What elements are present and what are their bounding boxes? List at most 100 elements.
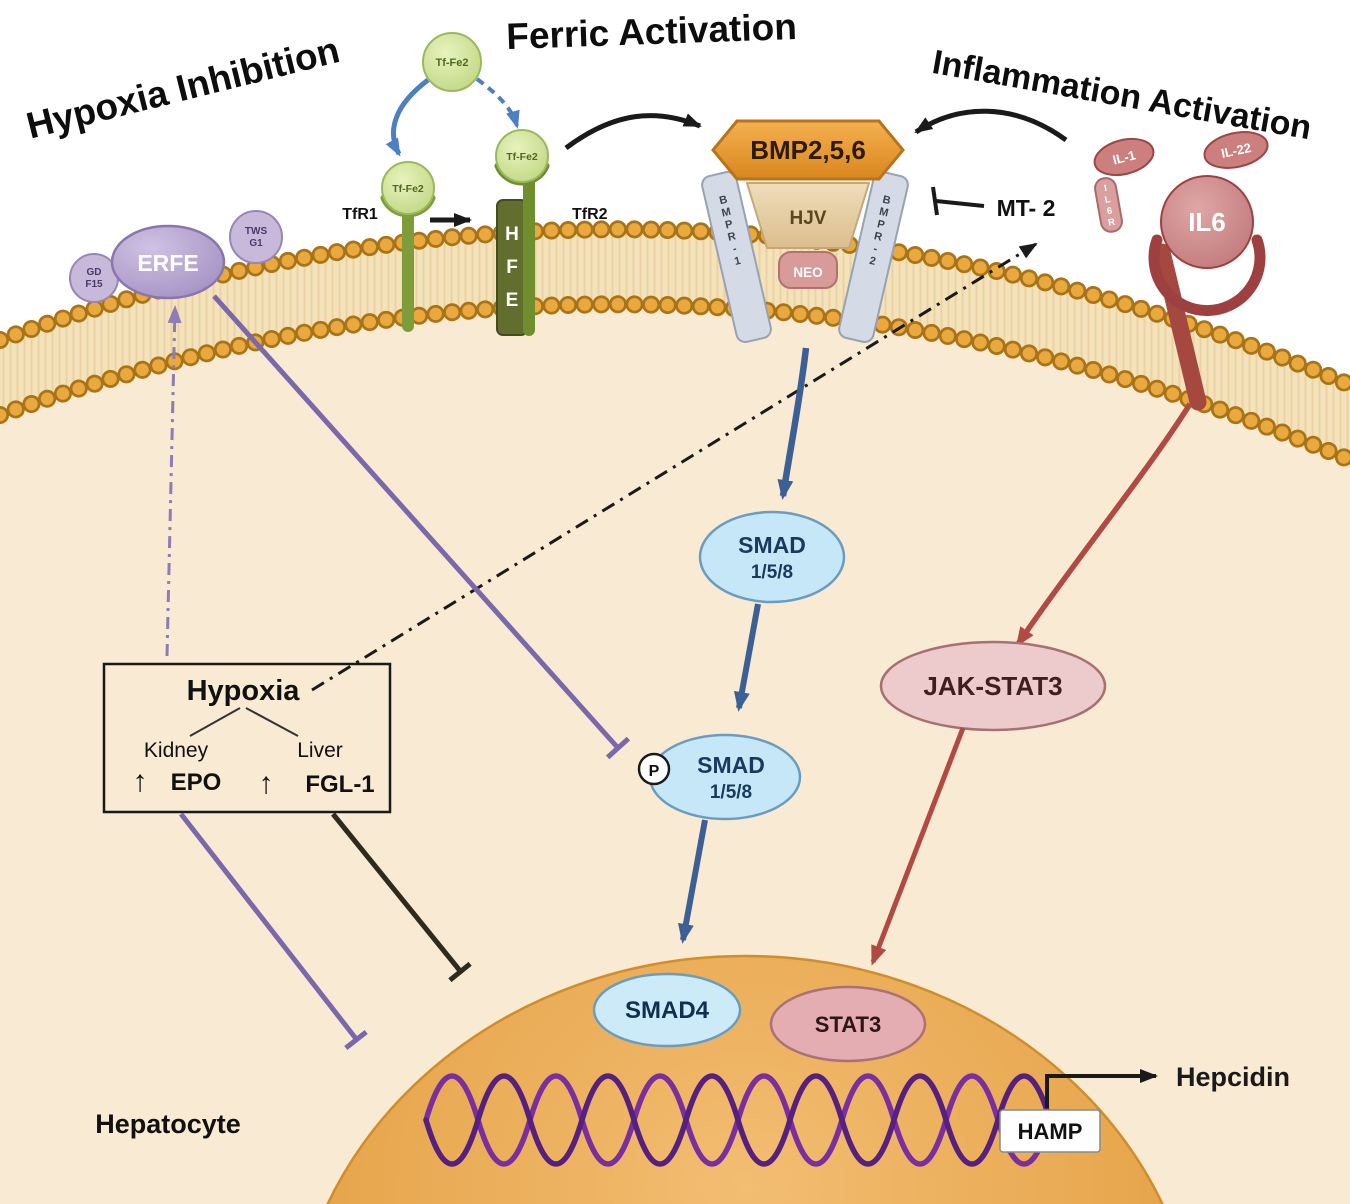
gdf15-label-top: GD bbox=[87, 267, 102, 278]
mt2-inhibition: MT- 2 bbox=[931, 186, 1056, 221]
bmp-ligand bbox=[711, 119, 905, 181]
tf-fe2-on-tfr1 bbox=[381, 161, 435, 215]
branch-line-liver bbox=[245, 707, 299, 737]
fgl1-to-nucleus-line bbox=[331, 812, 463, 974]
hepatocyte-label: Hepatocyte bbox=[95, 1109, 241, 1139]
jak-stat3-label: JAK-STAT3 bbox=[923, 671, 1062, 701]
transferrin-cycle: Tf-Fe2 bbox=[385, 32, 520, 157]
psmad-label: SMAD bbox=[697, 752, 765, 778]
kidney-label: Kidney bbox=[144, 739, 209, 762]
tf-fe2-on-tfr2 bbox=[495, 129, 549, 183]
fgl1-up-arrow-icon: ↑ bbox=[259, 767, 274, 800]
bmpr-right-label: BMPR-2 bbox=[867, 194, 893, 269]
erfe-to-psmad-line bbox=[212, 294, 620, 750]
erfe-label: ERFE bbox=[137, 250, 198, 276]
mt2-label: MT- 2 bbox=[997, 195, 1056, 221]
fgl1-inhibition-line bbox=[331, 812, 472, 983]
il1-label: IL-1 bbox=[1111, 147, 1137, 167]
hypoxia-box-border bbox=[102, 662, 392, 814]
tf-fe2-tfr2-label: Tf-Fe2 bbox=[506, 151, 538, 163]
hamp-gene: HAMP Hepcidin bbox=[999, 1062, 1290, 1153]
epo-label: EPO bbox=[171, 769, 222, 796]
bmp-label: BMP2,5,6 bbox=[750, 135, 866, 165]
lipid-heads-inner bbox=[0, 298, 1350, 467]
twsg1-label-bottom: G1 bbox=[249, 238, 263, 249]
psmad-to-nucleus-arrow bbox=[678, 819, 708, 944]
il6-receptor-stem bbox=[1153, 243, 1207, 411]
il6r-label: IL6R bbox=[1101, 183, 1116, 229]
hypoxia-to-erfe-dashdot-arrow bbox=[165, 305, 182, 657]
dna-strand-2 bbox=[423, 1073, 1053, 1167]
ferric-to-bmp-arrow bbox=[564, 113, 702, 151]
il6r-subunit bbox=[1094, 177, 1123, 233]
epo-up-arrow-icon: ↑ bbox=[133, 765, 148, 798]
tf-fe2-free-label: Tf-Fe2 bbox=[436, 57, 469, 69]
bmpr-left-label: BMPR-1 bbox=[718, 194, 744, 269]
smad4-node: SMAD4 bbox=[592, 972, 742, 1048]
erfe-complex: GD F15 TWS G1 ERFE bbox=[69, 210, 283, 303]
title-ferric-activation: Ferric Activation bbox=[506, 6, 798, 57]
phospho-badge bbox=[637, 752, 671, 786]
mt2-inhibition-tbar bbox=[931, 186, 939, 216]
hamp-transcription-arrow bbox=[1045, 1069, 1158, 1108]
smad-to-psmad-arrow bbox=[734, 603, 761, 712]
gdf15-label-bottom: F15 bbox=[85, 279, 103, 290]
liver-label: Liver bbox=[297, 739, 343, 762]
hypoxia-to-mt2-dashdot-arrow bbox=[311, 242, 1038, 692]
il1-cytokine bbox=[1093, 137, 1155, 177]
jak-to-stat3-arrow bbox=[870, 727, 966, 966]
erfe-protein bbox=[110, 224, 226, 300]
smad4-label: SMAD4 bbox=[625, 997, 710, 1024]
hamp-label: HAMP bbox=[1018, 1119, 1083, 1144]
il1-cytokine-group: IL-1 bbox=[1093, 137, 1155, 177]
il6-label: IL6 bbox=[1188, 207, 1226, 237]
twsg1-protein bbox=[229, 210, 283, 264]
epo-to-nucleus-line bbox=[179, 812, 359, 1042]
bmp-receptor-complex: BMPR-1 BMPR-2 HJV NEO BMP2,5,6 bbox=[701, 119, 909, 343]
jak-stat3-node bbox=[879, 640, 1107, 732]
cytoplasm bbox=[0, 266, 1350, 1204]
fgl1-inhibition-tbar bbox=[448, 961, 472, 983]
il6-to-jak-arrow bbox=[1015, 402, 1193, 648]
smad158-sublabel: 1/5/8 bbox=[751, 562, 793, 583]
il6-receptor-complex: IL6 IL-1 IL-22 IL6R bbox=[1093, 131, 1269, 411]
erfe-inhibition-tbar bbox=[605, 736, 631, 760]
hepcidin-label: Hepcidin bbox=[1176, 1062, 1290, 1092]
bmp-to-smad-arrow bbox=[777, 347, 810, 500]
stat3-body bbox=[769, 985, 927, 1063]
hypoxia-box: Hypoxia Kidney Liver ↑ EPO ↑ FGL-1 bbox=[102, 662, 392, 814]
hjv-protein bbox=[745, 182, 871, 249]
neo-protein bbox=[778, 251, 838, 289]
il6r-subunit-group: IL6R bbox=[1094, 177, 1123, 233]
epo-inhibition-tbar bbox=[344, 1030, 368, 1050]
bmpr-right-receptor bbox=[838, 171, 909, 343]
smad158-label: SMAD bbox=[738, 532, 806, 558]
tf-fe2-free bbox=[422, 32, 482, 92]
il22-label: IL-22 bbox=[1220, 140, 1253, 161]
psmad-sublabel: 1/5/8 bbox=[710, 782, 752, 803]
branch-line-kidney bbox=[189, 707, 241, 737]
phospho-label: P bbox=[649, 763, 660, 780]
erfe-inhibition-line bbox=[212, 294, 631, 760]
fgl1-label: FGL-1 bbox=[305, 771, 374, 798]
stat3-node: STAT3 bbox=[769, 985, 927, 1063]
epo-inhibition-line bbox=[179, 812, 368, 1050]
tfr2-receptor: Tf-Fe2 TfR2 bbox=[494, 129, 608, 336]
lipid-tails bbox=[0, 229, 1350, 460]
phospho-smad158-node: SMAD 1/5/8 P bbox=[637, 733, 802, 821]
il22-cytokine bbox=[1203, 131, 1269, 169]
tf-fe2-tfr1-label: Tf-Fe2 bbox=[392, 183, 424, 195]
stat3-label: STAT3 bbox=[815, 1012, 881, 1037]
bmpr-left-receptor bbox=[701, 171, 772, 343]
il6-receptor-cup bbox=[1148, 234, 1266, 317]
inflammation-to-bmp-arrow bbox=[914, 108, 1068, 143]
twsg1-label-top: TWS bbox=[245, 226, 268, 237]
tfr2-label: TfR2 bbox=[572, 206, 608, 223]
il6-cytokine bbox=[1160, 175, 1254, 269]
tf-fe2-to-tfr2-arrow bbox=[475, 77, 520, 129]
smad158-node: SMAD 1/5/8 bbox=[698, 510, 846, 604]
tfr1-receptor: Tf-Fe2 TfR1 bbox=[342, 161, 436, 332]
